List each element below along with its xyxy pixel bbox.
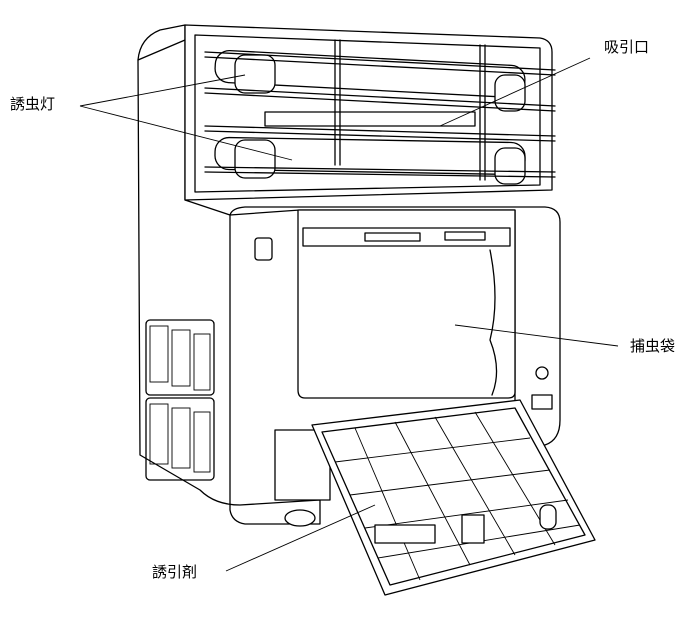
body-outline bbox=[137, 24, 321, 525]
leader-lines bbox=[79, 57, 619, 572]
label-capture-bag: 捕虫袋 bbox=[630, 337, 676, 355]
capture-bag-window bbox=[297, 209, 516, 399]
button bbox=[254, 237, 273, 261]
attractant-tray bbox=[311, 399, 596, 596]
guard-wires bbox=[204, 39, 556, 181]
label-insect-lamp: 誘虫灯 bbox=[10, 95, 56, 113]
label-suction-inlet: 吸引口 bbox=[604, 38, 650, 56]
label-attractant: 誘引剤 bbox=[152, 563, 198, 581]
side-vents bbox=[145, 319, 215, 481]
